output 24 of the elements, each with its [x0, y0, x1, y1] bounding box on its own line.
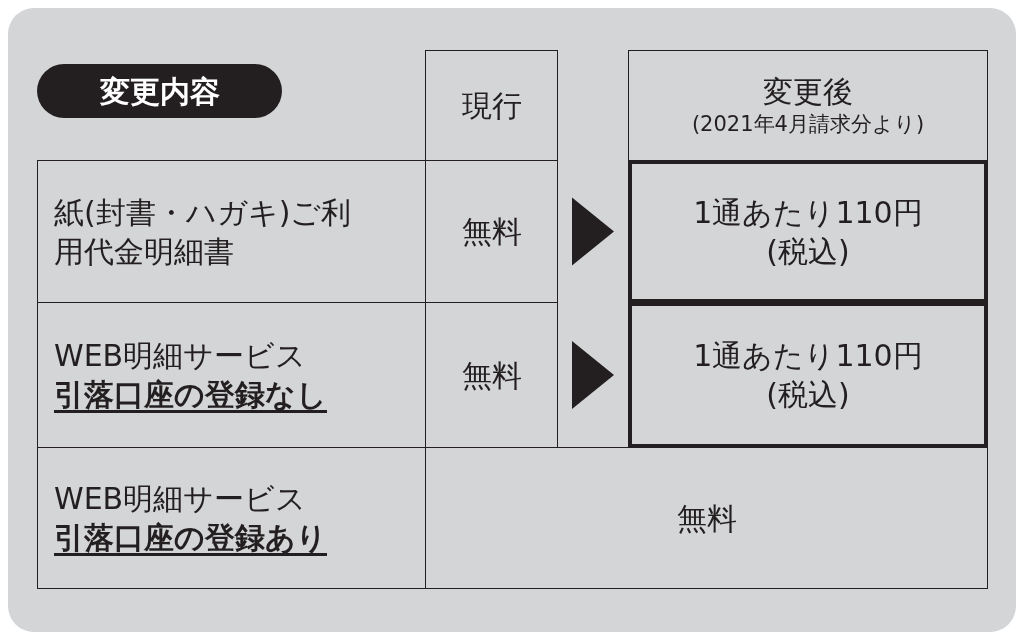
cell-text: WEB明細サービス [54, 480, 307, 518]
cell-text: 紙(封書・ハガキ)ご利用代金明細書 [54, 193, 353, 271]
arrow [572, 341, 614, 409]
cell-text: 1通あたり110円(税込) [692, 337, 924, 414]
label-badge [37, 64, 282, 118]
cell-text: 変更後 [763, 73, 853, 112]
cell-text: 1通あたり110円(税込) [692, 193, 924, 271]
cell-text: 現行 [461, 87, 522, 125]
cell-text: 無料 [461, 213, 522, 251]
table-cell [425, 447, 988, 589]
cell-text: WEB明細サービス [54, 337, 307, 375]
arrow [572, 197, 614, 266]
cell-text: (2021年4月請求分より) [691, 111, 925, 139]
header-cell [628, 50, 988, 161]
cell-text: 変更内容 [99, 72, 220, 111]
cell-text: 無料 [461, 356, 522, 395]
cell-text: 引落口座の登録なし [54, 376, 327, 414]
fee-box [628, 160, 988, 303]
table-cell [37, 160, 426, 303]
header-cell [425, 50, 558, 161]
table-cell [37, 447, 426, 589]
cell-text: 無料 [676, 499, 737, 538]
cell-text: 引落口座の登録あり [54, 519, 327, 557]
fee-box [628, 302, 988, 448]
